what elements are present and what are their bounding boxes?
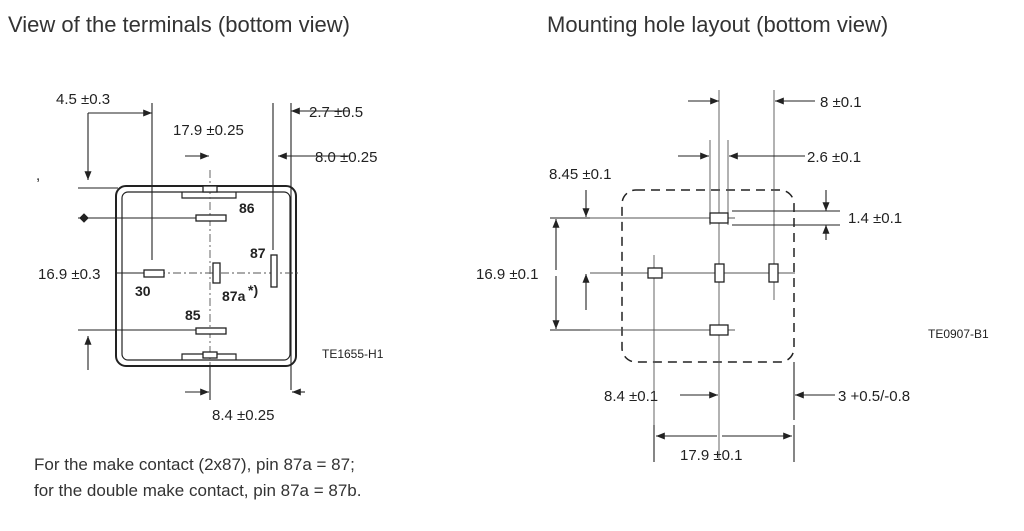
hole-dim-8: 8 ±0.1: [820, 94, 862, 111]
hole-dim-1-4: 1.4 ±0.1: [848, 210, 902, 227]
pin-87a: 87a: [222, 288, 246, 304]
pin-85: 85: [185, 307, 201, 323]
pin-87a-footnote: *): [248, 282, 258, 298]
pin-87: 87: [250, 245, 266, 261]
left-dimension-lines: [78, 103, 350, 400]
pin-30: 30: [135, 283, 151, 299]
right-dimension-labels: 8 ±0.1 2.6 ±0.1 8.45 ±0.1 1.4 ±0.1 16.9 …: [476, 94, 910, 464]
hole-dim-3: 3 +0.5/-0.8: [838, 388, 910, 405]
pin-86: 86: [239, 200, 255, 216]
terminal-30: [143, 269, 165, 278]
hole-dim-2-6: 2.6 ±0.1: [807, 149, 861, 166]
right-diagram-title: Mounting hole layout (bottom view): [547, 12, 889, 37]
hole-85: [709, 324, 729, 336]
terminal-top-tab: [202, 185, 218, 193]
right-dimension-lines: [550, 97, 840, 462]
terminal-87a: [212, 262, 221, 284]
hole-86: [709, 212, 729, 224]
terminals: [143, 185, 278, 359]
hole-dim-16-9: 16.9 ±0.1: [476, 266, 538, 283]
hole-87: [768, 263, 779, 283]
pin-labels: 86 87 30 87a *) 85: [135, 200, 266, 323]
terminal-87: [270, 254, 278, 288]
dim-8-0: 8.0 ±0.25: [315, 149, 377, 166]
dim-8-4: 8.4 ±0.25: [212, 407, 274, 424]
hole-87a: [714, 263, 725, 283]
terminal-bottom-tab: [202, 351, 218, 359]
hole-dim-17-9: 17.9 ±0.1: [680, 447, 742, 464]
dim-16-9: 16.9 ±0.3: [38, 266, 100, 283]
relay-housing: [115, 185, 297, 367]
terminal-86: [195, 214, 227, 222]
left-figure-ref: TE1655-H1: [322, 347, 384, 361]
left-dimension-labels: 4.5 ±0.3 17.9 ±0.25 2.7 ±0.5 8.0 ±0.25 1…: [36, 91, 377, 424]
left-diagram-title: View of the terminals (bottom view): [8, 12, 350, 37]
hole-dim-8-45: 8.45 ±0.1: [549, 166, 611, 183]
dim-17-9: 17.9 ±0.25: [173, 122, 244, 139]
hole-30: [647, 267, 663, 279]
terminal-85: [195, 327, 227, 335]
right-figure-ref: TE0907-B1: [928, 327, 989, 341]
dim-2-7: 2.7 ±0.5: [309, 104, 363, 121]
stray-mark: ,: [36, 167, 40, 184]
mounting-holes: [647, 212, 779, 336]
footnote: For the make contact (2x87), pin 87a = 8…: [34, 452, 361, 504]
hole-dim-8-4: 8.4 ±0.1: [604, 388, 658, 405]
footnote-line-2: for the double make contact, pin 87a = 8…: [34, 481, 362, 500]
footnote-line-1: For the make contact (2x87), pin 87a = 8…: [34, 455, 355, 474]
dim-4-5: 4.5 ±0.3: [56, 91, 110, 108]
